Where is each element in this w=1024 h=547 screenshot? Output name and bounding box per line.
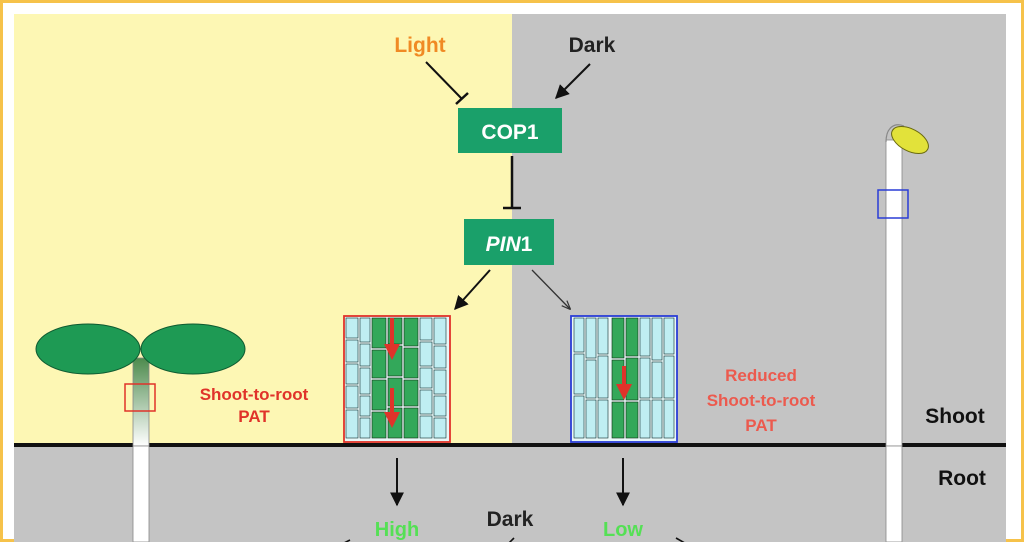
dark-tissue-cells	[573, 317, 675, 439]
dark-tissue-panel	[570, 315, 678, 443]
light-seedling-root	[132, 445, 150, 543]
cotyledon-left	[35, 323, 141, 375]
dark-seedling	[877, 124, 929, 543]
pat-label-line2: PAT	[238, 407, 270, 426]
light-sample-box	[124, 383, 156, 412]
closed-cotyledons	[891, 125, 929, 155]
dark-activation-arrow	[555, 63, 591, 99]
reduced-label-line3: PAT	[745, 416, 777, 435]
light-seedling-hypocotyl	[132, 357, 150, 447]
reduced-label-line2: Shoot-to-root	[707, 391, 816, 410]
pin1-to-light-tissue-arrow	[454, 269, 491, 311]
light-inhibition-bar	[455, 92, 469, 105]
light-tissue-cells	[345, 317, 447, 439]
pin1-italic: PIN	[486, 233, 522, 256]
pin1-box	[464, 219, 554, 265]
light-label: Light	[394, 34, 445, 57]
high-label: High	[375, 519, 419, 541]
dark-sample-box	[877, 189, 909, 219]
root-label: Root	[938, 467, 986, 490]
dark-label-top: Dark	[569, 34, 616, 57]
cop1-label: COP1	[481, 121, 539, 144]
light-inhibition-line	[425, 61, 463, 100]
light-tissue-vascular	[371, 317, 419, 439]
shoot-label: Shoot	[925, 405, 984, 428]
pat-label-line1: Shoot-to-root	[200, 385, 309, 404]
apical-hook	[885, 124, 905, 143]
cotyledon-right	[140, 323, 246, 375]
pin1-label: PIN1	[486, 233, 533, 256]
pin1-to-dark-tissue-arrow	[531, 269, 570, 309]
reduced-label-line1: Reduced	[725, 366, 797, 385]
dark-label-bottom: Dark	[487, 508, 534, 531]
pin1-number: 1	[521, 233, 533, 256]
dark-seedling-hypocotyl	[885, 139, 903, 447]
root-region	[14, 446, 1006, 542]
light-tissue-frame	[343, 315, 451, 443]
light-tissue-panel	[343, 315, 451, 443]
dark-tissue-frame	[570, 315, 678, 443]
cop1-box	[458, 108, 562, 153]
light-seedling	[35, 323, 246, 543]
dark-seedling-root	[885, 445, 903, 543]
low-label: Low	[603, 519, 643, 541]
